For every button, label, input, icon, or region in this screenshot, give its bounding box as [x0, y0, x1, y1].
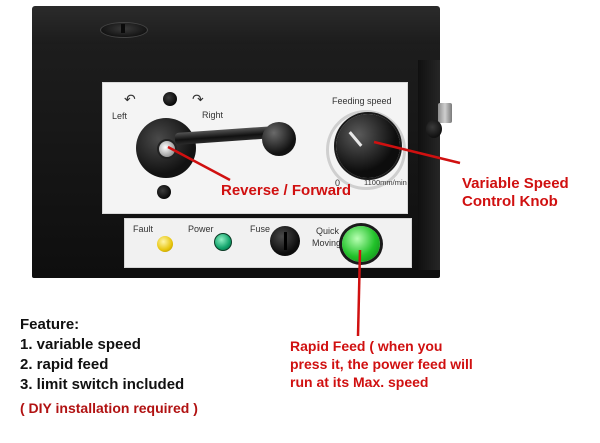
feature-item: 2. rapid feed: [20, 356, 109, 373]
pointer-line-knob: [373, 140, 461, 165]
dial-max-label: 1100mm/min: [364, 178, 407, 187]
label-power: Power: [188, 224, 214, 234]
side-shaft: [438, 103, 452, 123]
label-rapid-feed-3: run at its Max. speed: [290, 374, 429, 390]
label-feeding-speed: Feeding speed: [332, 96, 392, 106]
feature-item: 3. limit switch included: [20, 376, 185, 393]
label-quick: Quick: [316, 226, 340, 236]
label-right: Right: [202, 110, 224, 120]
lever-pivot-icon: [157, 139, 177, 159]
enclosure-side: [418, 60, 440, 270]
lever-handle-knob[interactable]: [262, 122, 296, 156]
screw-icon: [163, 92, 177, 106]
label-reverse-forward: Reverse / Forward: [221, 182, 352, 199]
power-led-icon: [214, 233, 232, 251]
label-left: Left: [112, 111, 128, 121]
label-variable-speed-2: Control Knob: [462, 193, 558, 210]
feature-heading: Feature:: [20, 316, 80, 333]
feature-item: 1. variable speed: [20, 336, 141, 353]
fault-led-icon: [157, 236, 173, 252]
arrow-right-icon: ↷: [192, 91, 204, 107]
fuse-slot-icon: [284, 232, 287, 250]
label-rapid-feed-1: Rapid Feed ( when you: [290, 338, 443, 354]
pointer-line-lever: [167, 145, 231, 182]
arrow-left-icon: ↶: [124, 91, 136, 107]
label-variable-speed-1: Variable Speed: [462, 175, 569, 192]
dial-min-label: 0: [335, 178, 341, 188]
label-moving: Moving: [312, 238, 342, 248]
label-rapid-feed-2: press it, the power feed will: [290, 356, 473, 372]
pointer-line-rapid: [356, 249, 362, 337]
label-fault: Fault: [133, 224, 154, 234]
screw-icon: [157, 185, 171, 199]
side-bolt-icon: [426, 120, 442, 138]
installation-note: ( DIY installation required ): [20, 400, 198, 416]
label-fuse: Fuse: [250, 224, 271, 234]
top-bolt-slot: [121, 24, 125, 33]
